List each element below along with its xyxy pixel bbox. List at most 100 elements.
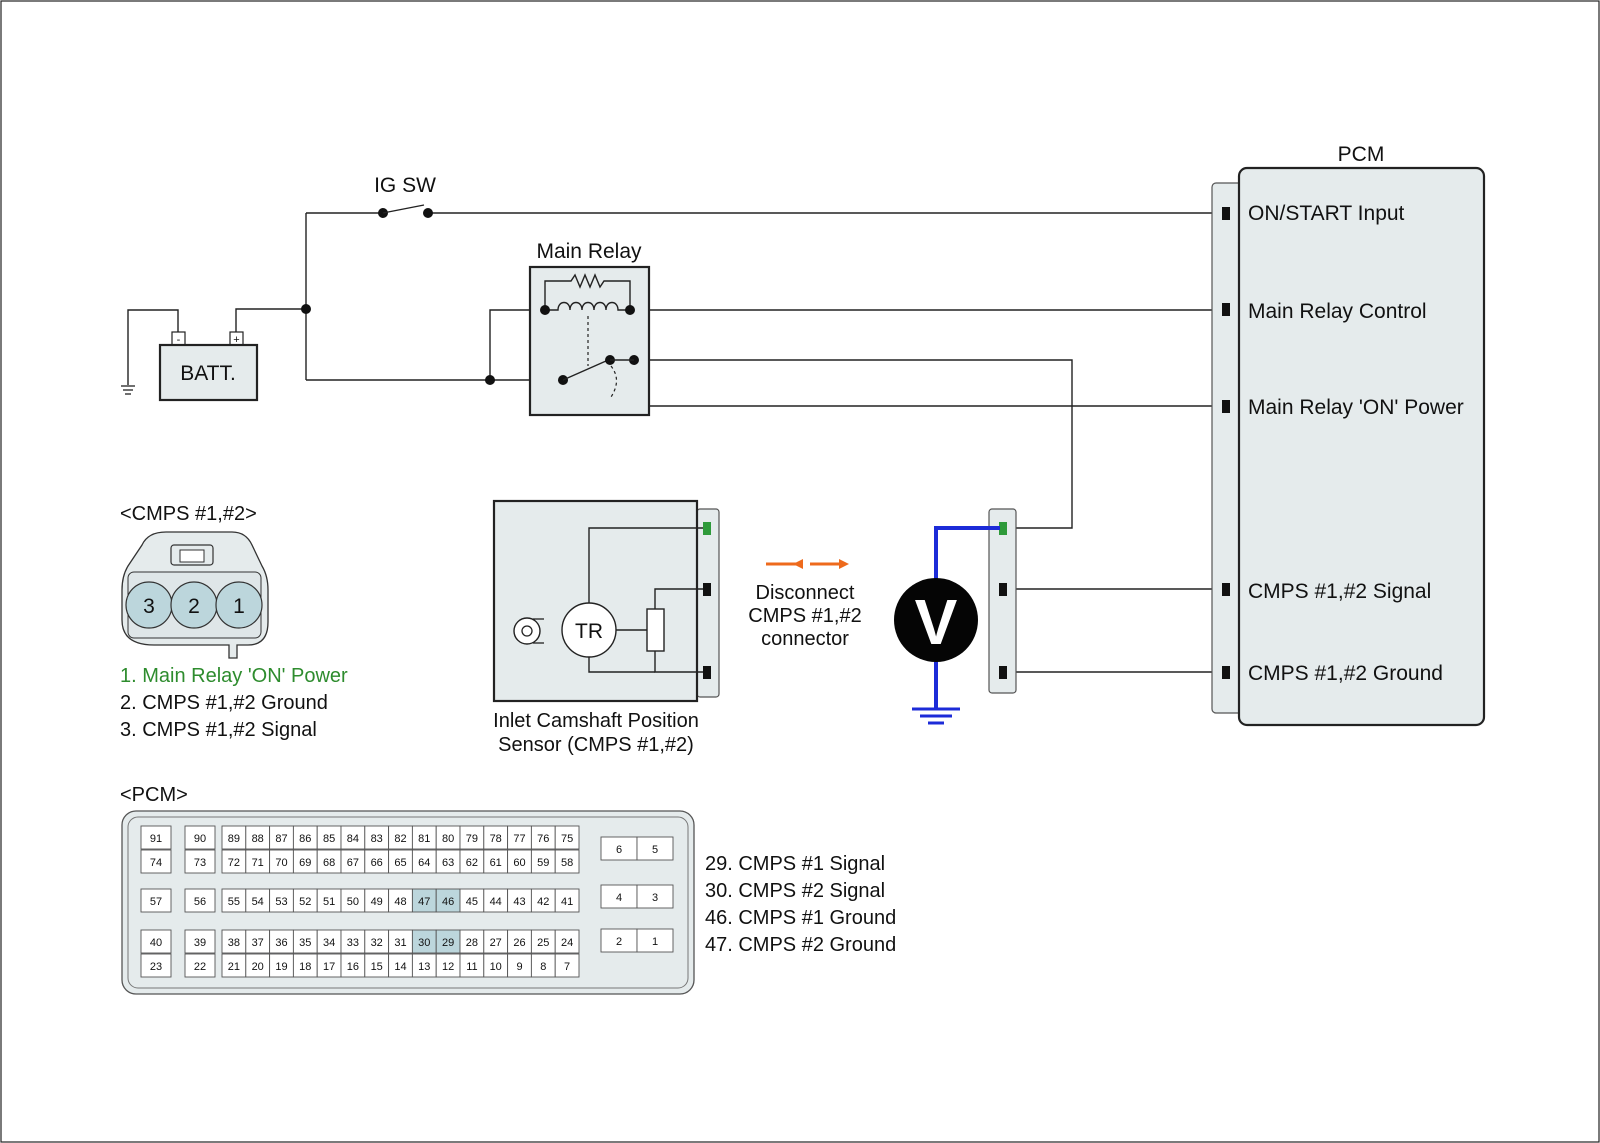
- ig-sw-contact: [423, 208, 433, 218]
- pcm-connector-pin-number: 40: [150, 937, 162, 949]
- pcm-connector-pin-number: 85: [323, 833, 335, 845]
- pcm-connector-pin-number: 71: [252, 857, 264, 869]
- pcm-connector-pin-number: 5: [652, 844, 658, 856]
- battery-plus-label: +: [233, 334, 239, 346]
- pcm-connector-pin-number: 42: [537, 896, 549, 908]
- pcm-connector-pin-number: 49: [371, 896, 383, 908]
- pcm-connector-pin-number: 25: [537, 937, 549, 949]
- pcm-connector-pin-number: 66: [371, 857, 383, 869]
- pcm-connector-pin-number: 53: [275, 896, 287, 908]
- pcm-terminal-label: Main Relay 'ON' Power: [1248, 396, 1464, 419]
- pcm-connector-pin-number: 38: [228, 937, 240, 949]
- sensor-pin-signal: [703, 583, 711, 596]
- pcm-connector-pin-number: 33: [347, 937, 359, 949]
- sensor-box: [492, 499, 699, 703]
- pcm-connector-pin-number: 18: [299, 961, 311, 973]
- cmps-legend-item: 3. CMPS #1,#2 Signal: [120, 719, 317, 741]
- battery-body: [158, 343, 259, 402]
- pcm-connector-pin-number: 70: [275, 857, 287, 869]
- pcm-connector-pin-number: 10: [490, 961, 502, 973]
- pcm-connector-pin: [554, 953, 580, 978]
- pcm-legend-item: 46. CMPS #1 Ground: [705, 907, 896, 929]
- pcm-connector-pin-number: 87: [275, 833, 287, 845]
- pcm-connector-pin-number: 29: [442, 937, 454, 949]
- relay-coil-terminal: [540, 305, 550, 315]
- sensor-caption: Sensor (CMPS #1,#2): [498, 734, 694, 756]
- pcm-connector-pin-number: 3: [652, 892, 658, 904]
- junction-dots: [301, 304, 495, 385]
- sensor-transistor: [561, 602, 617, 658]
- pcm-connector-pin-number: 74: [150, 857, 162, 869]
- pcm-connector-pin-number: 77: [513, 833, 525, 845]
- pcm-connector-pin-number: 65: [394, 857, 406, 869]
- pcm-connector-pin-number: 75: [561, 833, 573, 845]
- pcm-connector-pin: [554, 849, 580, 874]
- relay-output-to-sensor-wire: [634, 359, 1073, 529]
- pcm-connector-pin-number: 26: [513, 937, 525, 949]
- pcm-connector-pin-number: 43: [513, 896, 525, 908]
- pcm-connector-pin-number: 17: [323, 961, 335, 973]
- ig-sw-blade: [382, 204, 425, 214]
- pcm-title: PCM: [1338, 143, 1385, 166]
- pcm-connector-pin-number: 35: [299, 937, 311, 949]
- pcm-connector-pin: [636, 836, 674, 861]
- ignition-switch: IG SW: [374, 174, 436, 218]
- main-relay: Main Relay: [528, 240, 651, 417]
- pcm-connector-pin-number: 55: [228, 896, 240, 908]
- cmps-connector-face: <CMPS #1,#2> 3 2 1 1. Main Relay 'ON' Po…: [120, 503, 348, 741]
- pcm-connector-pin: [554, 888, 580, 913]
- battery-label: BATT.: [180, 362, 236, 385]
- ig-sw-label: IG SW: [374, 174, 436, 197]
- pcm-connector-pin-number: 63: [442, 857, 454, 869]
- pcm-connector-pin-number: 54: [252, 896, 264, 908]
- pcm-connector-pin-number: 82: [394, 833, 406, 845]
- voltmeter-label: V: [915, 586, 958, 658]
- pcm-connector-pin: [184, 849, 216, 874]
- sensor-resistor: [646, 608, 665, 652]
- sensor-internal-wire: [588, 527, 703, 604]
- pcm-connector-pin-number: 50: [347, 896, 359, 908]
- pcm-connector-pin-number: 20: [252, 961, 264, 973]
- instruction-text: connector: [761, 628, 849, 650]
- pcm-connector-pin-number: 14: [394, 961, 406, 973]
- pcm-box: [1237, 166, 1486, 727]
- pcm-connector-pin-number: 79: [466, 833, 478, 845]
- instruction-text: CMPS #1,#2: [748, 605, 861, 627]
- pcm-connector-pin-number: 61: [490, 857, 502, 869]
- pcm-connector-pin-number: 88: [252, 833, 264, 845]
- pcm-connector-pin: [184, 929, 216, 954]
- pcm-connector-pin-number: 46: [442, 896, 454, 908]
- chassis-ground-symbol: [121, 385, 135, 395]
- pcm-connector-pin-number: 39: [194, 937, 206, 949]
- pcm-connector-pin: [140, 825, 172, 850]
- pcm-connector-pin: [184, 953, 216, 978]
- pcm-connector-pin-number: 68: [323, 857, 335, 869]
- pcm-connector-pin-number: 47: [418, 896, 430, 908]
- pcm-connector-pin-number: 51: [323, 896, 335, 908]
- pcm-connector-pin-number: 67: [347, 857, 359, 869]
- pcm-connector-pin: [636, 928, 674, 953]
- pcm-connector-pin: [184, 888, 216, 913]
- pcm-connector-pin-number: 27: [490, 937, 502, 949]
- pcm-connector-pin-number: 81: [418, 833, 430, 845]
- battery-minus-label: -: [177, 334, 181, 346]
- pcm-connector-pin-number: 2: [616, 936, 622, 948]
- sensor-caption: Inlet Camshaft Position: [493, 710, 699, 732]
- main-relay-box: [528, 265, 651, 417]
- pcm-connector-pin-number: 16: [347, 961, 359, 973]
- pcm-terminal-label: Main Relay Control: [1248, 300, 1427, 323]
- pcm-connector-pin-number: 72: [228, 857, 240, 869]
- pcm-connector-pin-number: 83: [371, 833, 383, 845]
- junction-dot: [301, 304, 311, 314]
- pcm-pin-relay-on-power: [1222, 400, 1230, 413]
- relay-coil: [545, 301, 630, 311]
- pcm-legend-item: 29. CMPS #1 Signal: [705, 853, 885, 875]
- relay-coil-terminal: [625, 305, 635, 315]
- pcm-connector-pin-number: 9: [516, 961, 522, 973]
- pcm-connector-pin-number: 21: [228, 961, 240, 973]
- pcm-module: PCM ON/START Input Main Relay Control Ma…: [1211, 143, 1486, 727]
- voltmeter-body: [894, 578, 978, 662]
